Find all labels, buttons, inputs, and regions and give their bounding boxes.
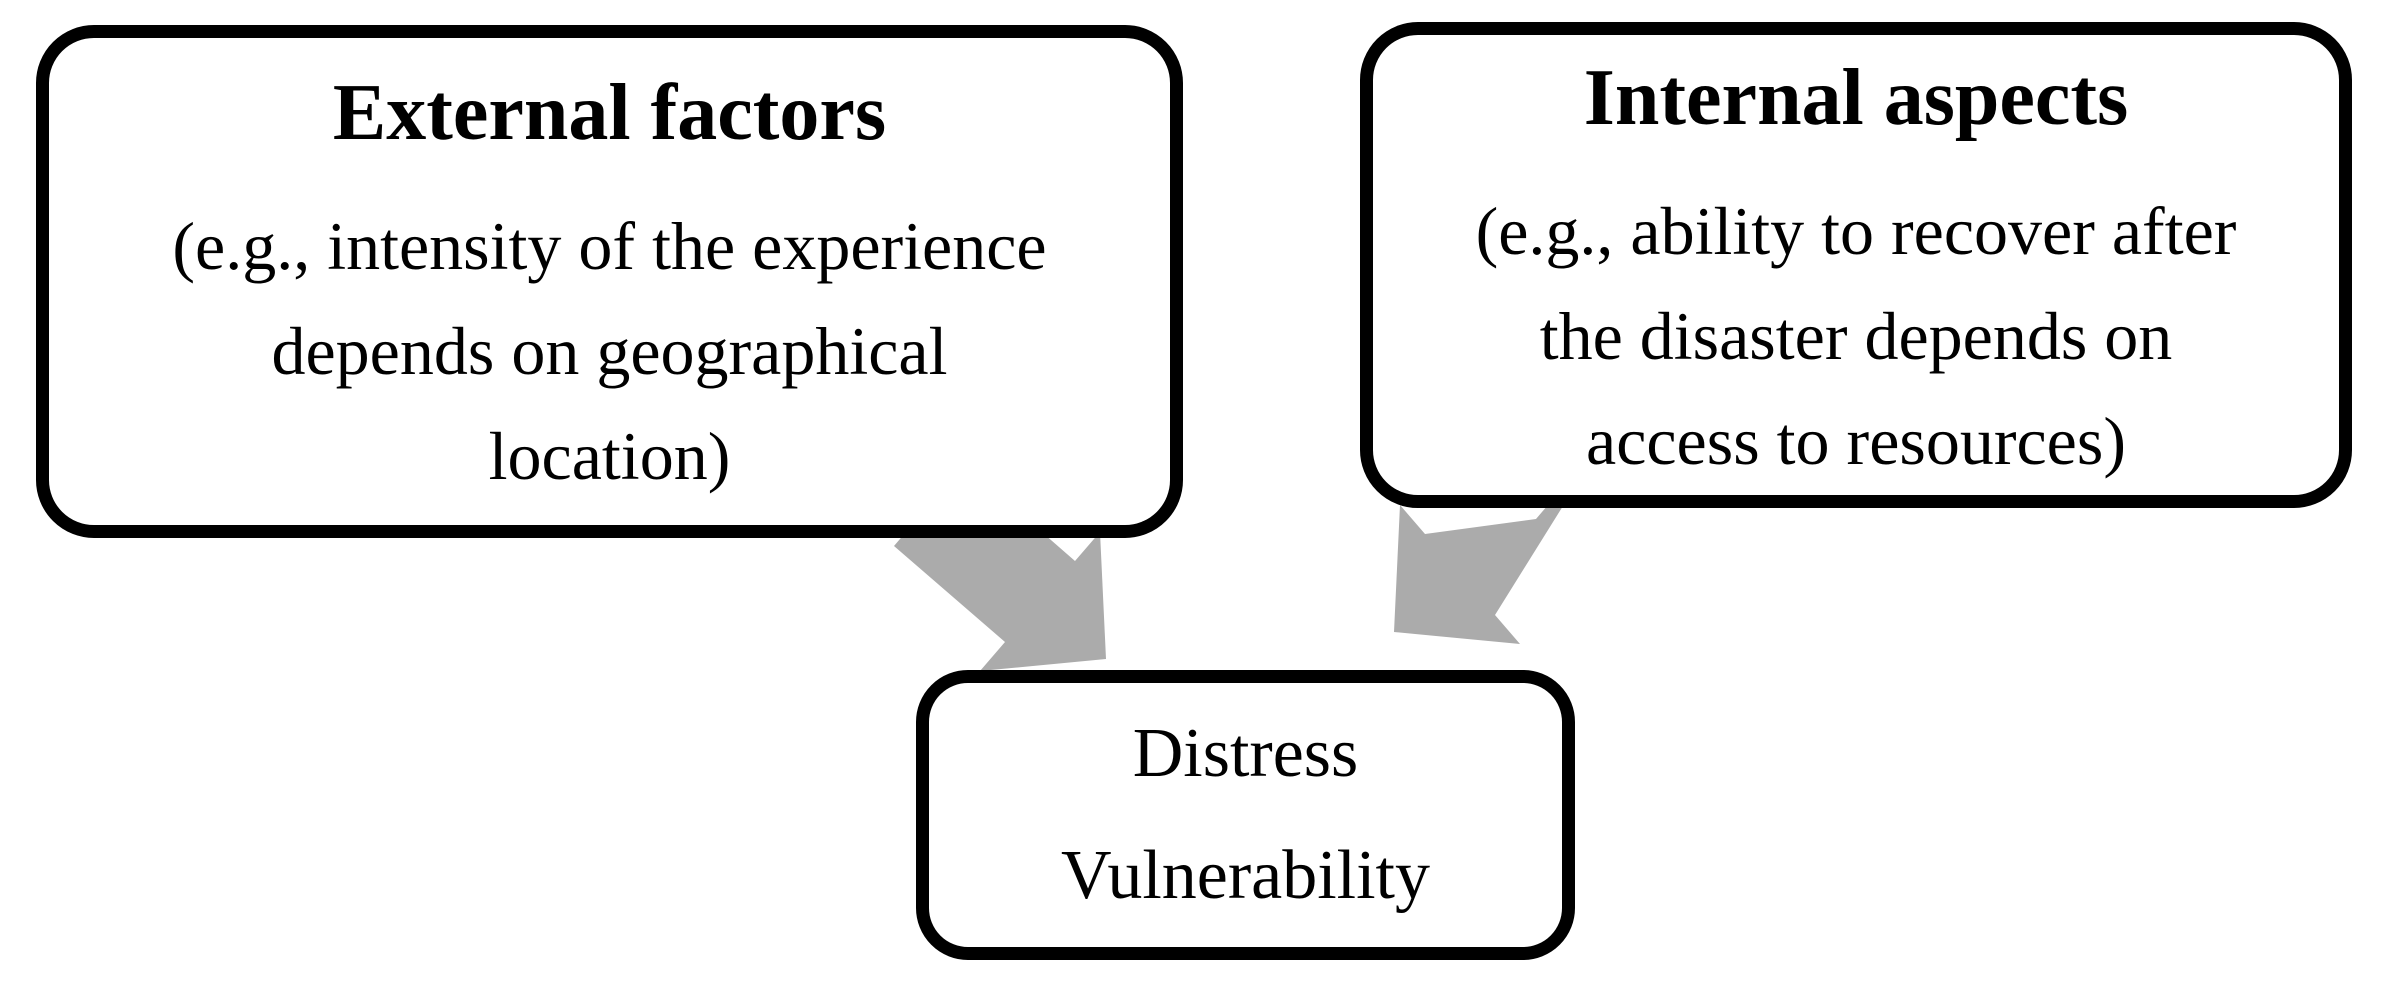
internal-aspects-box: Internal aspects (e.g., ability to recov… bbox=[1360, 22, 2352, 508]
external-factors-title: External factors bbox=[332, 69, 887, 157]
outcome-line-distress: Distress bbox=[1132, 715, 1359, 792]
external-factors-line-2: depends on geographical bbox=[271, 313, 948, 389]
external-factors-line-1: (e.g., intensity of the experience bbox=[172, 208, 1047, 284]
distress-vulnerability-box: Distress Vulnerability bbox=[916, 670, 1575, 960]
internal-aspects-line-2: the disaster depends on bbox=[1539, 298, 2173, 374]
outcome-line-vulnerability: Vulnerability bbox=[1060, 837, 1431, 914]
internal-aspects-line-3: access to resources) bbox=[1586, 403, 2126, 479]
internal-aspects-title: Internal aspects bbox=[1583, 54, 2129, 142]
external-factors-line-3: location) bbox=[488, 418, 731, 494]
internal-to-outcome-arrow-icon bbox=[1394, 437, 1606, 644]
internal-aspects-line-1: (e.g., ability to recover after bbox=[1475, 193, 2237, 269]
external-factors-box: External factors (e.g., intensity of the… bbox=[36, 25, 1183, 538]
